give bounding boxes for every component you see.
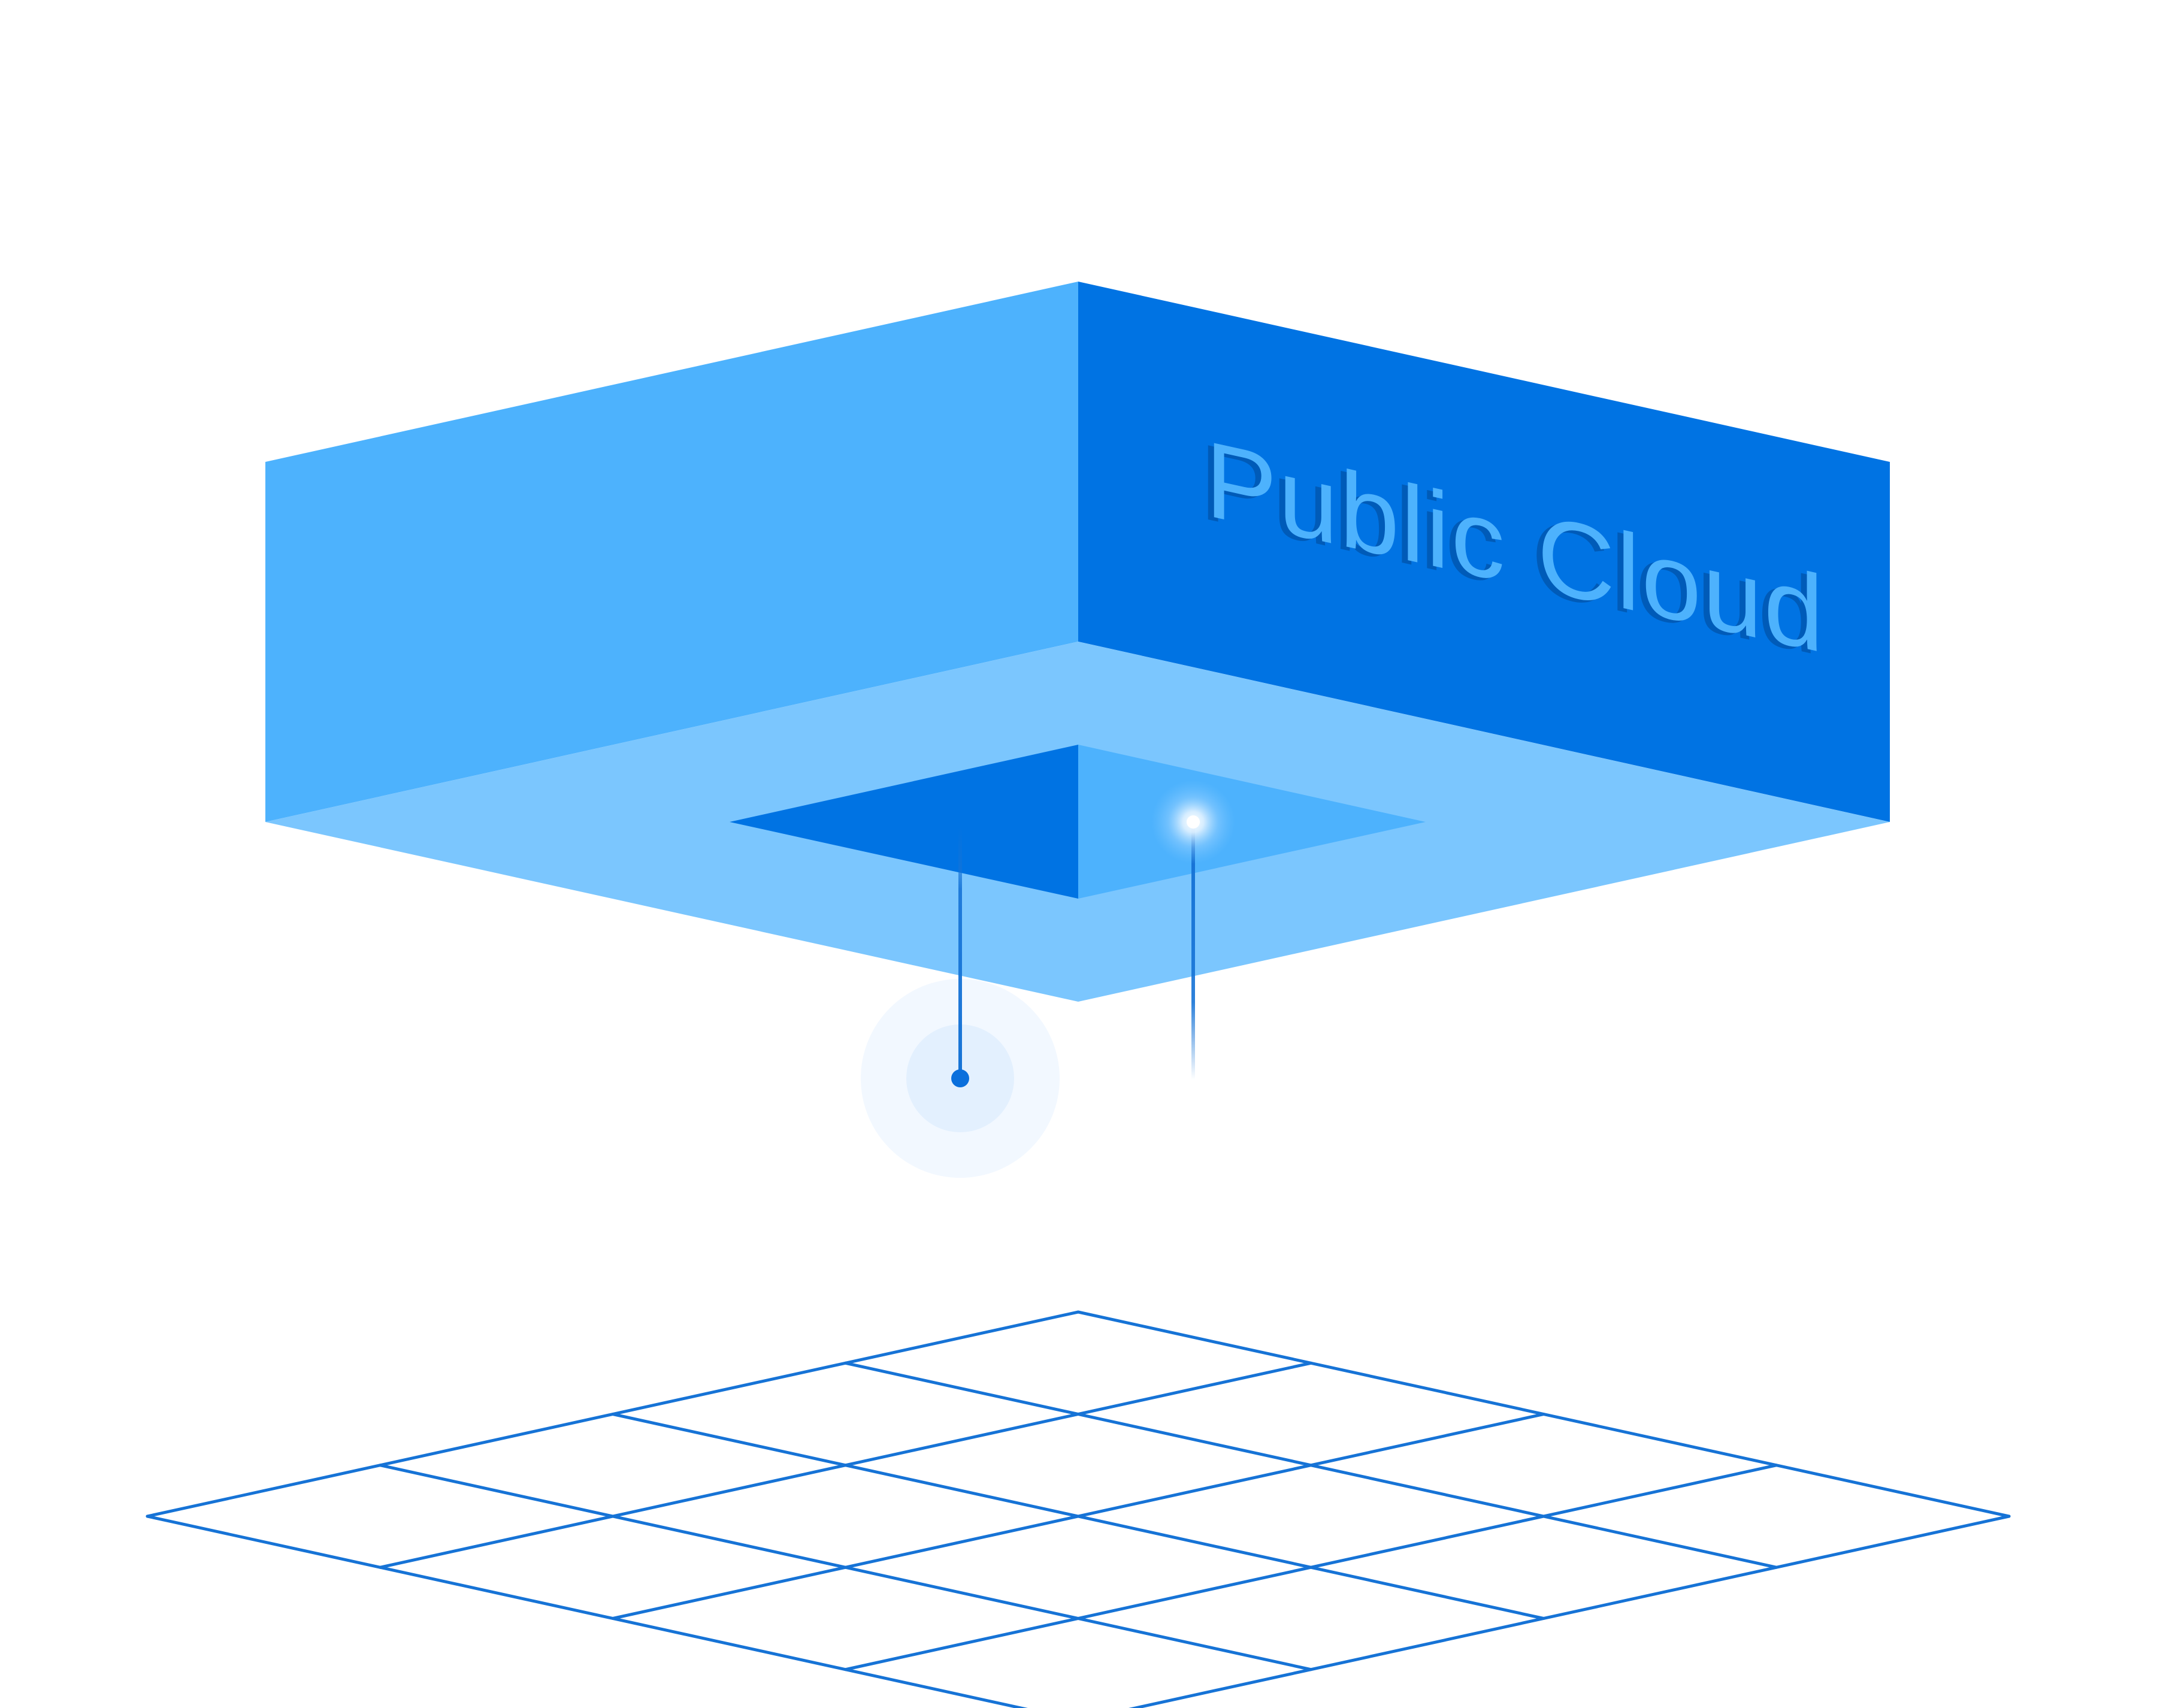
opening-right-wall: [1078, 745, 1426, 899]
grid-line: [844, 1464, 1778, 1671]
grid-line: [611, 1413, 1545, 1620]
public-cloud-box: Public Cloud Public Cloud: [265, 282, 1890, 1002]
connectors: [861, 780, 1235, 1178]
left-connector-line: [958, 827, 962, 1078]
box-opening: [730, 745, 1426, 899]
box-left-face: [265, 282, 1078, 822]
node-dot: [951, 1069, 969, 1087]
grid-line: [146, 1514, 1028, 1708]
glow-light: [1187, 815, 1200, 829]
right-connector-line: [1191, 822, 1195, 1080]
floor-grid: [146, 1310, 2011, 1708]
box-right-face: [1078, 282, 1890, 822]
grid-line: [1129, 1514, 2011, 1708]
grid-line: [379, 1361, 1312, 1569]
opening-left-wall: [730, 745, 1078, 899]
grid-line: [146, 1310, 1080, 1518]
